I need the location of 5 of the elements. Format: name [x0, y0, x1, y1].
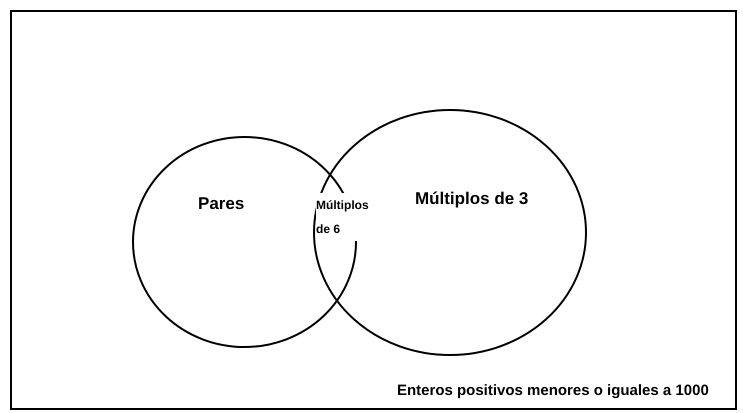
set-label: Múltiplos de 3	[415, 189, 528, 209]
universe-frame	[10, 10, 737, 410]
universe-label: Enteros positivos menores o iguales a 1000	[397, 382, 709, 399]
set-circle	[313, 109, 587, 356]
set-label: Pares	[198, 194, 244, 214]
